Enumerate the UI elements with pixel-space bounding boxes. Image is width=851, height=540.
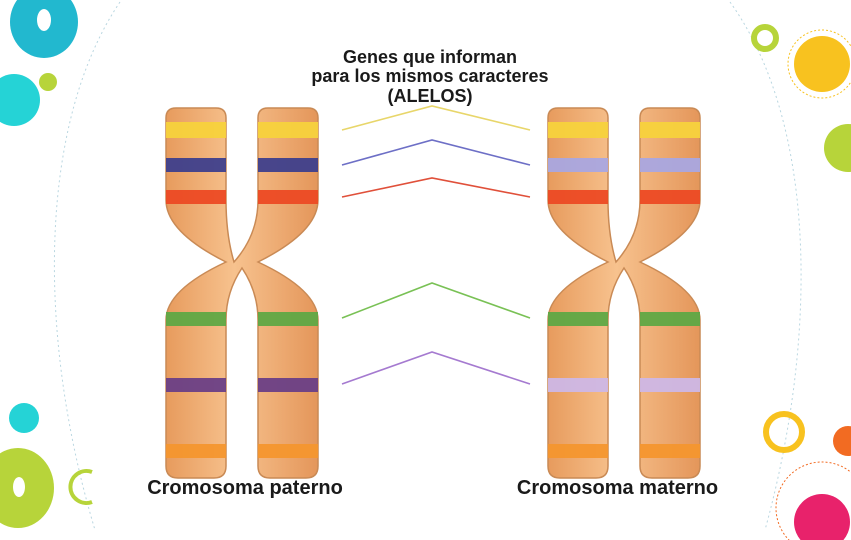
decor-dashed-arc-right: [729, 1, 802, 531]
paternal-band-yellow-right: [258, 122, 318, 138]
paternal-band-orange-right: [258, 444, 318, 458]
paternal-band-green-left: [166, 312, 226, 326]
maternal-band-yellow-right: [640, 122, 700, 138]
decor-circles-left: [0, 0, 93, 528]
maternal-chromosome: [547, 107, 701, 479]
allele-lines: [341, 105, 531, 385]
paternal-band-orange-left: [166, 444, 226, 458]
paternal-band-blue-left: [166, 158, 226, 172]
allele-connector-blue: [341, 139, 531, 166]
paternal-chromosome: [165, 107, 319, 479]
allele-title: Genes que informan para los mismos carac…: [230, 47, 630, 106]
maternal-band-yellow-left: [548, 122, 608, 138]
maternal-band-red-right: [640, 190, 700, 204]
paternal-band-green-right: [258, 312, 318, 326]
maternal-band-green-left: [548, 312, 608, 326]
paternal-band-violet-left: [166, 378, 226, 392]
maternal-band-blue-left: [548, 158, 608, 172]
maternal-band-violet-right: [640, 378, 700, 392]
paternal-band-violet-right: [258, 378, 318, 392]
title-line-1: Genes que informan: [342, 47, 518, 67]
paternal-band-red-right: [258, 190, 318, 204]
maternal-band-orange-right: [640, 444, 700, 458]
paternal-chromosome-label: Cromosoma paterno: [147, 477, 343, 499]
paternal-band-yellow-left: [166, 122, 226, 138]
maternal-band-violet-left: [548, 378, 608, 392]
allele-connector-violet: [341, 351, 531, 385]
allele-connector-green: [341, 282, 531, 319]
maternal-band-green-right: [640, 312, 700, 326]
allele-connector-yellow: [341, 105, 531, 131]
paternal-band-red-left: [166, 190, 226, 204]
paternal-band-blue-right: [258, 158, 318, 172]
title-line-3: (ALELOS): [387, 85, 473, 106]
maternal-band-red-left: [548, 190, 608, 204]
maternal-band-blue-right: [640, 158, 700, 172]
decor-circles-right: [751, 24, 851, 540]
maternal-chromosome-label: Cromosoma materno: [516, 477, 719, 499]
chromosome-group: [165, 107, 701, 479]
decor-dashed-arc-left: [53, 1, 121, 531]
maternal-band-orange-left: [548, 444, 608, 458]
allele-connector-red: [341, 177, 531, 198]
title-line-2: para los mismos caracteres: [311, 66, 549, 87]
